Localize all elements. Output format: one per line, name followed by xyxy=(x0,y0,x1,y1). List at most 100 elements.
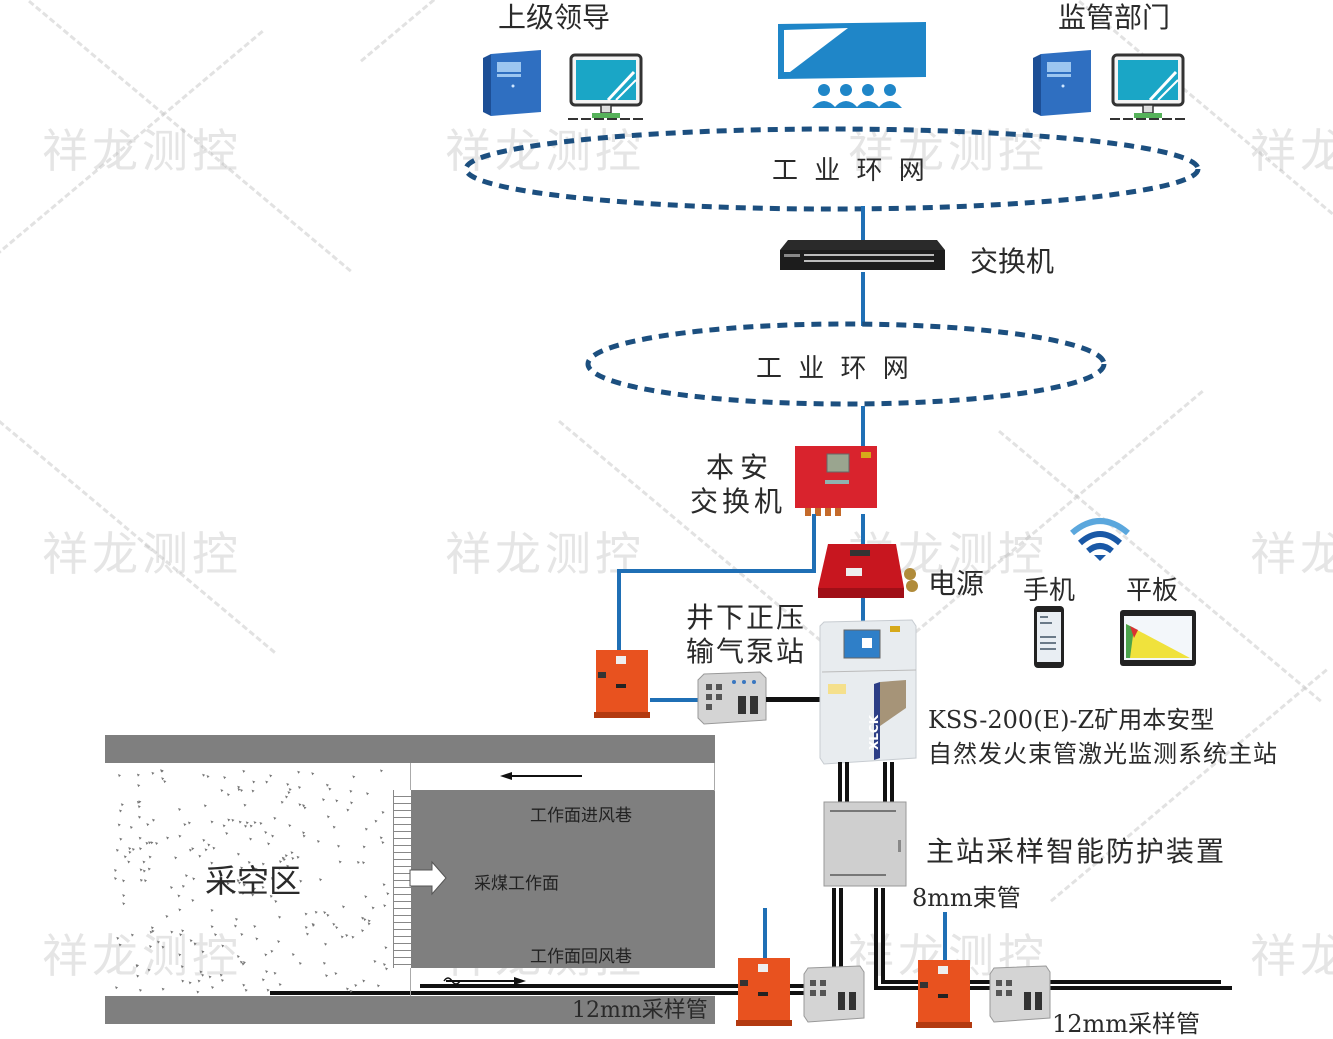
rubble-dot xyxy=(122,902,126,906)
sample-tube-line xyxy=(881,980,1221,984)
rubble-dot xyxy=(278,915,282,919)
rubble-dot xyxy=(367,922,371,926)
rubble-dot xyxy=(138,800,142,804)
rubble-dot xyxy=(352,775,356,779)
rubble-dot xyxy=(332,922,336,926)
rubble-dot xyxy=(239,960,243,964)
rubble-dot xyxy=(139,878,143,882)
rubble-dot xyxy=(170,886,174,890)
rubble-dot xyxy=(219,973,223,977)
pump-station-device xyxy=(803,965,865,1023)
rubble-dot xyxy=(319,878,323,882)
rubble-dot xyxy=(119,837,123,841)
rubble-dot xyxy=(170,930,174,934)
rubble-dot xyxy=(367,919,371,923)
rubble-dot xyxy=(138,815,142,819)
rubble-dot xyxy=(207,843,211,847)
watermark-text: 祥龙测控 xyxy=(445,527,645,581)
rubble-dot xyxy=(161,987,165,991)
rubble-dot xyxy=(306,932,310,936)
link-line xyxy=(861,206,865,246)
sample-tube-label-left: 12mm采样管 xyxy=(572,998,708,1023)
main-station-device: XLCK xyxy=(819,619,917,765)
rubble-dot xyxy=(286,782,290,786)
bundle-tube-line xyxy=(883,762,887,802)
rubble-dot xyxy=(191,898,195,902)
rubble-dot xyxy=(131,847,135,851)
rubble-dot xyxy=(151,771,155,775)
rubble-dot xyxy=(148,855,152,859)
rubble-dot xyxy=(270,877,274,881)
rubble-dot xyxy=(346,987,350,991)
rubble-dot xyxy=(147,968,151,972)
rubble-dot xyxy=(386,892,390,896)
superior-leaders-label: 上级领导 xyxy=(498,1,611,34)
watermark-text: 祥龙测控 xyxy=(1250,929,1333,983)
rubble-dot xyxy=(243,803,247,807)
rubble-dot xyxy=(149,930,153,934)
pump-station-label-line2: 输气泵站 xyxy=(686,635,807,668)
rubble-dot xyxy=(302,804,306,808)
rubble-dot xyxy=(177,894,181,898)
rubble-dot xyxy=(178,807,182,811)
rubble-dot xyxy=(192,877,196,881)
rubble-dot xyxy=(334,972,338,976)
rubble-dot xyxy=(221,944,225,948)
sample-tube-label-right: 12mm采样管 xyxy=(1052,1010,1201,1038)
power-supply-device xyxy=(818,544,918,598)
rubble-dot xyxy=(201,950,205,954)
rubble-dot xyxy=(234,924,238,928)
rubble-dot xyxy=(202,773,206,777)
intrinsic-safe-switch-device xyxy=(795,446,877,516)
rubble-dot xyxy=(237,788,241,792)
rubble-dot xyxy=(188,981,192,985)
sample-tube-line xyxy=(420,984,830,988)
rubble-dot xyxy=(298,786,302,790)
rubble-dot xyxy=(242,769,246,773)
power-label: 电源 xyxy=(928,567,985,600)
rubble-dot xyxy=(385,967,389,971)
rubble-dot xyxy=(251,789,255,793)
bundle-tube-line xyxy=(890,762,894,802)
roadway-edge xyxy=(714,763,715,791)
rubble-dot xyxy=(261,886,265,890)
rubble-dot xyxy=(326,815,330,819)
rubble-dot xyxy=(269,894,273,898)
main-station-label-line2: 自然发火束管激光监测系统主站 xyxy=(928,740,1278,768)
rubble-dot xyxy=(351,935,355,939)
rubble-dot xyxy=(160,769,164,773)
rubble-dot xyxy=(322,798,326,802)
rubble-dot xyxy=(338,860,342,864)
monitor-icon xyxy=(568,53,644,120)
rubble-dot xyxy=(251,893,255,897)
rubble-dot xyxy=(238,890,242,894)
rubble-dot xyxy=(135,964,139,968)
rubble-dot xyxy=(373,960,377,964)
rubble-dot xyxy=(280,800,284,804)
rubble-dot xyxy=(345,933,349,937)
rubble-dot xyxy=(302,834,306,838)
pump-station-device xyxy=(989,965,1051,1023)
watermark-text: 祥龙测控 xyxy=(42,124,242,178)
return-roadway-label: 工作面回风巷 xyxy=(530,947,632,967)
rubble-dot xyxy=(288,824,292,828)
rubble-dot xyxy=(142,860,146,864)
rubble-dot xyxy=(189,848,193,852)
explosion-proof-power-box xyxy=(916,960,972,1028)
rubble-dot xyxy=(264,953,268,957)
industrial-ring-network-middle xyxy=(585,321,1107,407)
rubble-dot xyxy=(137,805,141,809)
rubble-dot xyxy=(210,925,214,929)
rubble-dot xyxy=(116,936,120,940)
rubble-dot xyxy=(178,834,182,838)
rubble-dot xyxy=(189,939,193,943)
rubble-dot xyxy=(278,873,282,877)
support-hatch xyxy=(393,790,411,968)
rubble-dot xyxy=(371,906,375,910)
rubble-dot xyxy=(129,826,133,830)
sampling-protection-device xyxy=(823,801,907,887)
rubble-dot xyxy=(311,922,315,926)
rubble-dot xyxy=(136,773,140,777)
rubble-dot xyxy=(278,866,282,870)
rubble-dot xyxy=(240,866,244,870)
